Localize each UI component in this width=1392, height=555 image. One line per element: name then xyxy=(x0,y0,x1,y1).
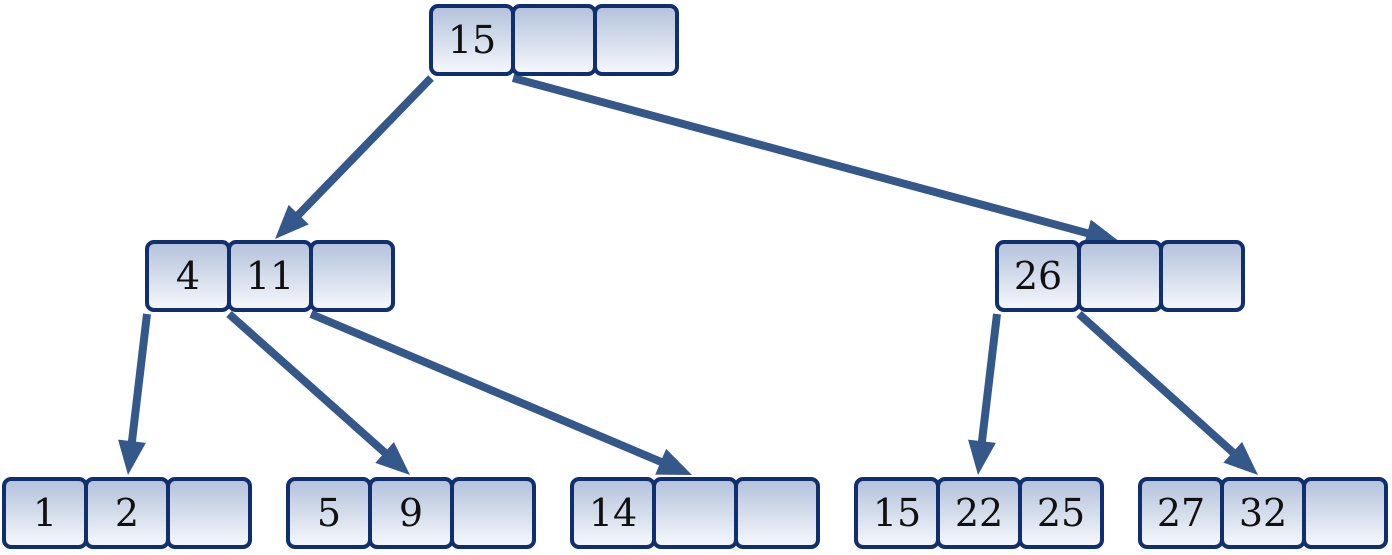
edge-line xyxy=(511,74,1093,239)
node-key: 14 xyxy=(589,491,637,535)
node-cell xyxy=(309,240,395,312)
edge-line xyxy=(226,311,391,459)
node-key: 9 xyxy=(399,491,423,535)
arrowhead-icon xyxy=(275,204,309,239)
node-root: 15 xyxy=(429,4,679,76)
node-key: 5 xyxy=(317,491,341,535)
node-cell xyxy=(1159,240,1245,312)
node-cell xyxy=(1077,240,1163,312)
node-cell xyxy=(166,477,252,549)
edge-line xyxy=(977,313,1001,446)
edge-internal-left-to-leaf-1 xyxy=(118,313,151,475)
node-key: 22 xyxy=(955,491,1003,535)
node-cell xyxy=(1302,477,1388,549)
arrowhead-icon xyxy=(118,439,146,475)
node-internal-left: 4 11 xyxy=(145,240,395,312)
edge-internal-right-to-leaf-4 xyxy=(968,313,1001,475)
edge-internal-left-to-leaf-3 xyxy=(309,310,692,475)
edge-line xyxy=(1076,311,1239,458)
node-cell xyxy=(652,477,738,549)
node-key: 15 xyxy=(448,18,496,62)
edges-layer xyxy=(118,74,1258,475)
node-key: 27 xyxy=(1157,491,1205,535)
node-cell xyxy=(450,477,536,549)
node-leaf-3: 14 xyxy=(570,477,820,549)
node-cell xyxy=(593,4,679,76)
node-key: 32 xyxy=(1239,491,1287,535)
arrowhead-icon xyxy=(968,439,996,475)
node-leaf-4: 15 22 25 xyxy=(854,477,1104,549)
node-key: 11 xyxy=(246,254,294,298)
arrowhead-icon xyxy=(655,448,692,475)
node-internal-right: 26 xyxy=(995,240,1245,312)
arrowhead-icon xyxy=(1083,219,1120,247)
node-cell xyxy=(511,4,597,76)
edge-line xyxy=(127,313,151,446)
node-key: 4 xyxy=(176,254,200,298)
edge-internal-right-to-leaf-5 xyxy=(1076,311,1258,475)
node-key: 2 xyxy=(115,491,139,535)
node-key: 25 xyxy=(1037,491,1085,535)
edge-internal-left-to-leaf-2 xyxy=(226,311,410,475)
edge-line xyxy=(309,310,666,468)
node-key: 26 xyxy=(1014,254,1062,298)
arrowhead-icon xyxy=(375,441,410,475)
node-key: 1 xyxy=(33,491,57,535)
edge-line xyxy=(293,75,434,221)
node-leaf-5: 27 32 xyxy=(1138,477,1388,549)
edge-root-to-internal-right xyxy=(511,74,1120,247)
node-cell xyxy=(734,477,820,549)
node-key: 15 xyxy=(873,491,921,535)
arrowhead-icon xyxy=(1223,441,1258,475)
node-cell xyxy=(1018,477,1104,549)
edge-root-to-internal-left xyxy=(275,75,434,239)
